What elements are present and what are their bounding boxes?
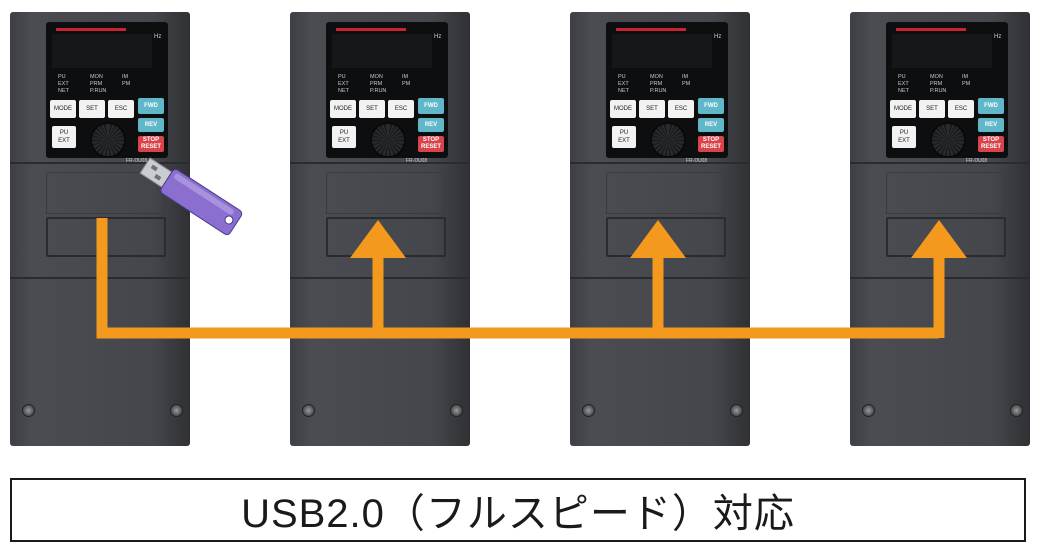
usb-body	[160, 169, 243, 236]
screw-icon	[170, 404, 183, 417]
arrow-head-icon	[911, 220, 967, 258]
unit-label: Hz	[714, 34, 722, 40]
model-label: FR-DU08	[966, 158, 988, 164]
unit-label: Hz	[434, 34, 442, 40]
caption-text: USB2.0（フルスピード）対応	[241, 492, 795, 536]
setting-dial-icon	[90, 122, 126, 158]
fwd-button: FWD	[138, 98, 164, 114]
lcd-display	[332, 34, 432, 68]
screw-icon	[582, 404, 595, 417]
setting-dial-icon	[930, 122, 966, 158]
set-button: SET	[79, 100, 105, 118]
lcd-display	[52, 34, 152, 68]
fwd-button: FWD	[978, 98, 1004, 114]
rev-button: REV	[418, 118, 444, 132]
mode-button: MODE	[330, 100, 356, 118]
set-button: SET	[919, 100, 945, 118]
esc-button: ESC	[108, 100, 134, 118]
setting-dial-icon	[370, 122, 406, 158]
caption-box: USB2.0（フルスピード）対応	[10, 478, 1026, 542]
lcd-display	[612, 34, 712, 68]
model-label: FR-DU08	[686, 158, 708, 164]
screw-icon	[302, 404, 315, 417]
set-button: SET	[639, 100, 665, 118]
esc-button: ESC	[948, 100, 974, 118]
esc-button: ESC	[668, 100, 694, 118]
mode-button: MODE	[890, 100, 916, 118]
arrow-head-icon	[630, 220, 686, 258]
unit-label: Hz	[154, 34, 162, 40]
rev-button: REV	[138, 118, 164, 132]
copy-arrows	[96, 218, 967, 339]
arrow-head-icon	[350, 220, 406, 258]
rev-button: REV	[978, 118, 1004, 132]
mode-button: MODE	[50, 100, 76, 118]
setting-dial-icon	[650, 122, 686, 158]
lcd-display	[892, 34, 992, 68]
mode-button: MODE	[610, 100, 636, 118]
screw-icon	[22, 404, 35, 417]
usb-memory-icon	[139, 157, 243, 236]
screw-icon	[730, 404, 743, 417]
model-label: FR-DU08	[126, 158, 148, 164]
set-button: SET	[359, 100, 385, 118]
screw-icon	[1010, 404, 1023, 417]
screw-icon	[450, 404, 463, 417]
fwd-button: FWD	[698, 98, 724, 114]
model-label: FR-DU08	[406, 158, 428, 164]
esc-button: ESC	[388, 100, 414, 118]
fwd-button: FWD	[418, 98, 444, 114]
unit-label: Hz	[994, 34, 1002, 40]
rev-button: REV	[698, 118, 724, 132]
screw-icon	[862, 404, 875, 417]
